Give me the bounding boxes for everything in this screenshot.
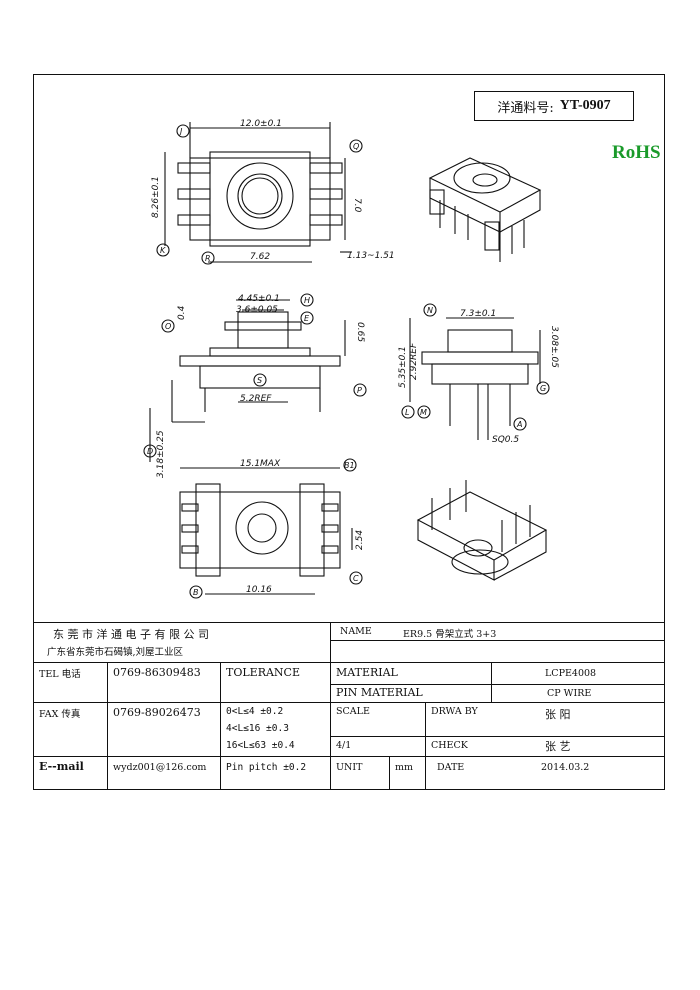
dim-side-d: 3.18±0.25 — [156, 430, 166, 478]
date-label: DATE — [437, 762, 465, 773]
dim-end-h1: 5.35±0.1 — [398, 346, 408, 388]
tel-label: TEL 电话 — [39, 669, 81, 680]
label-g: G — [540, 384, 546, 393]
dim-end-h3: 3.08±.05 — [549, 326, 559, 368]
pin-material-label: PIN MATERIAL — [336, 686, 423, 699]
date-value: 2014.03.2 — [541, 762, 590, 773]
dim-bottom-pitch: 2.54 — [355, 530, 365, 550]
end-view — [401, 303, 550, 440]
tolerance-range-3: 16<L≤63 ±0.4 — [226, 740, 295, 751]
tolerance-label: TOLERANCE — [226, 666, 300, 679]
drawing-sheet — [33, 74, 665, 790]
iso-view-bottom — [416, 480, 548, 581]
dim-end-width: 7.3±0.1 — [460, 309, 496, 319]
drawby-label: DRWA BY — [431, 706, 478, 717]
label-a: A — [516, 420, 522, 429]
label-q: Q — [353, 142, 359, 151]
company-address: 广东省东莞市石碣镇,刘屋工业区 — [47, 647, 184, 658]
bottom-view — [179, 458, 363, 599]
dim-side-b: 3.6±0.05 — [236, 305, 278, 315]
label-j: J — [178, 127, 183, 136]
label-b: B — [193, 588, 199, 597]
dim-end-h2: 2.92REF — [409, 342, 419, 380]
dim-side-ref: 5.2REF — [240, 394, 272, 404]
label-n: N — [427, 306, 433, 315]
technical-drawing: 12.0±0.1 8.26±0.1 7.0 7.62 1.13~1.51 J Q… — [143, 119, 559, 599]
drawby-value: 张 阳 — [545, 708, 571, 721]
part-number-value: YT-0907 — [559, 98, 611, 113]
name-value: ER9.5 骨架立式 3+3 — [403, 629, 497, 640]
check-value: 张 艺 — [545, 740, 571, 753]
unit-label: UNIT — [336, 762, 363, 773]
tolerance-range-1: 0<L≤4 ±0.2 — [226, 706, 284, 717]
label-p: P — [357, 386, 362, 395]
label-m: M — [420, 408, 427, 417]
label-o: O — [165, 322, 171, 331]
dim-top-inner: 7.0 — [352, 198, 362, 213]
title-block: 东 莞 市 洋 通 电 子 有 限 公 司 广东省东莞市石碣镇,刘屋工业区 NA… — [33, 622, 665, 790]
label-k: K — [160, 246, 166, 255]
iso-view-top — [428, 157, 542, 262]
fax-value: 0769-89026473 — [113, 706, 201, 719]
label-s: S — [257, 376, 262, 385]
rohs-mark: RoHS — [612, 142, 661, 163]
dim-top-pin: 1.13~1.51 — [347, 251, 395, 261]
part-number-box: 洋通料号: YT-0907 — [474, 91, 634, 121]
label-e: E — [304, 314, 310, 323]
check-label: CHECK — [431, 740, 468, 751]
material-label: MATERIAL — [336, 666, 398, 679]
scale-value: 4/1 — [336, 740, 352, 751]
label-d: D — [147, 447, 153, 456]
label-h: H — [304, 296, 310, 305]
side-view — [143, 293, 367, 462]
dim-end-sq: SQ0.5 — [492, 435, 519, 445]
email-label: E--mail — [39, 760, 84, 773]
dim-side-flange: 0.4 — [177, 305, 187, 320]
dim-side-h: 0.65 — [355, 322, 365, 342]
label-b1: B1 — [344, 461, 355, 470]
fax-label: FAX 传真 — [39, 709, 81, 720]
label-l: L — [405, 408, 409, 417]
top-view — [156, 122, 363, 265]
dim-top-height: 8.26±0.1 — [151, 176, 161, 218]
label-c: C — [353, 574, 359, 583]
dim-top-pitch: 7.62 — [250, 252, 270, 262]
tolerance-pin-pitch: Pin pitch ±0.2 — [226, 762, 307, 773]
name-label: NAME — [340, 626, 372, 637]
dim-top-width: 12.0±0.1 — [240, 119, 282, 129]
pin-material-value: CP WIRE — [547, 688, 592, 699]
label-r: R — [205, 254, 211, 263]
dim-bottom-width: 15.1MAX — [240, 459, 281, 469]
unit-value: mm — [395, 762, 414, 773]
company-name: 东 莞 市 洋 通 电 子 有 限 公 司 — [53, 628, 209, 641]
scale-label: SCALE — [336, 706, 370, 717]
tolerance-range-2: 4<L≤16 ±0.3 — [226, 723, 289, 734]
email-value: wydz001@126.com — [113, 762, 207, 773]
dim-side-a: 4.45±0.1 — [238, 294, 280, 304]
part-number-label: 洋通料号: — [497, 100, 554, 116]
tel-value: 0769-86309483 — [113, 666, 201, 679]
dim-bottom-length: 10.16 — [246, 585, 272, 595]
material-value: LCPE4008 — [545, 668, 597, 679]
